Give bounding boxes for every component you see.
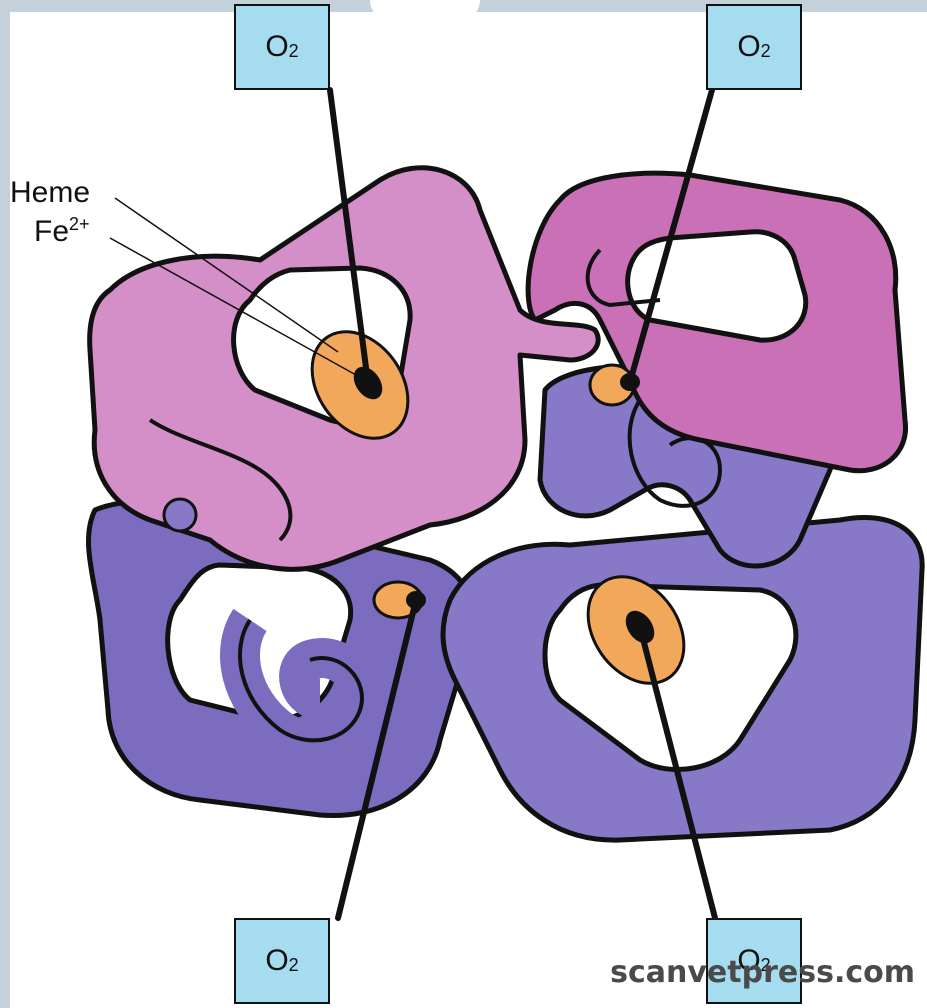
heme-label: Heme [10,176,90,210]
o2-label-subscript: 2 [289,955,299,976]
fe-label: Fe2+ [34,214,90,249]
watermark: scanvetpress.com [610,955,915,990]
o2-label-subscript: 2 [289,41,299,62]
o2-label-subscript: 2 [761,41,771,62]
fe-label-base: Fe [34,215,69,248]
o2-label-base: O [265,30,288,64]
fe-label-charge: 2+ [69,214,90,234]
o2-label-base: O [737,30,760,64]
o2-label-base: O [265,944,288,978]
